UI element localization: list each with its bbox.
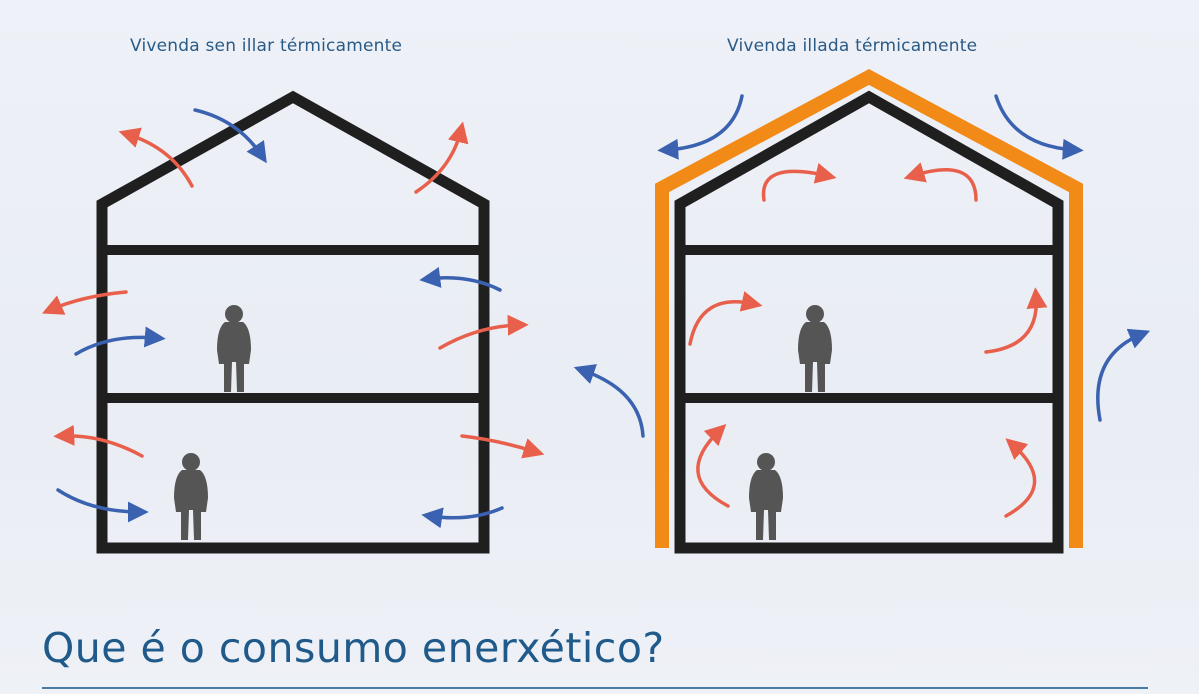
heat-arrow <box>460 434 545 459</box>
heat-arrow <box>118 127 194 188</box>
heat-arrow <box>41 290 128 315</box>
cold-arrow <box>421 506 504 529</box>
cold-arrow <box>1096 328 1151 422</box>
house-outline-left <box>96 90 490 554</box>
uninsulated-house <box>41 90 545 554</box>
insulation-layer <box>655 69 1083 548</box>
insulated-house-caption: Vivenda illada térmicamente <box>727 36 978 56</box>
cold-arrow <box>573 364 645 438</box>
insulation-diagram <box>41 69 1151 554</box>
insulated-house <box>573 69 1151 554</box>
heat-arrow <box>688 291 763 346</box>
uninsulated-house-caption: Vivenda sen illar térmicamente <box>130 36 403 56</box>
house-outline-right <box>674 90 1064 554</box>
heat-arrow <box>903 162 978 202</box>
page-heading: Que é o consumo enerxético? <box>42 624 665 672</box>
heat-arrow <box>53 424 144 458</box>
cold-arrow <box>419 267 502 292</box>
cold-arrow <box>74 326 166 356</box>
heading-rule <box>42 687 1148 689</box>
heat-arrow <box>696 423 730 508</box>
person-icon <box>798 305 832 392</box>
cold-arrow <box>994 94 1084 160</box>
heat-arrow <box>984 287 1048 354</box>
heat-arrow <box>438 314 529 350</box>
person-icon <box>174 453 208 540</box>
person-icon <box>217 305 251 392</box>
cold-arrow <box>193 108 267 164</box>
person-icon <box>749 453 783 540</box>
heat-arrow <box>1004 438 1037 518</box>
cold-arrow <box>657 94 744 160</box>
cold-arrow <box>56 488 149 523</box>
heat-arrow <box>761 163 837 202</box>
heat-arrow <box>414 121 469 194</box>
